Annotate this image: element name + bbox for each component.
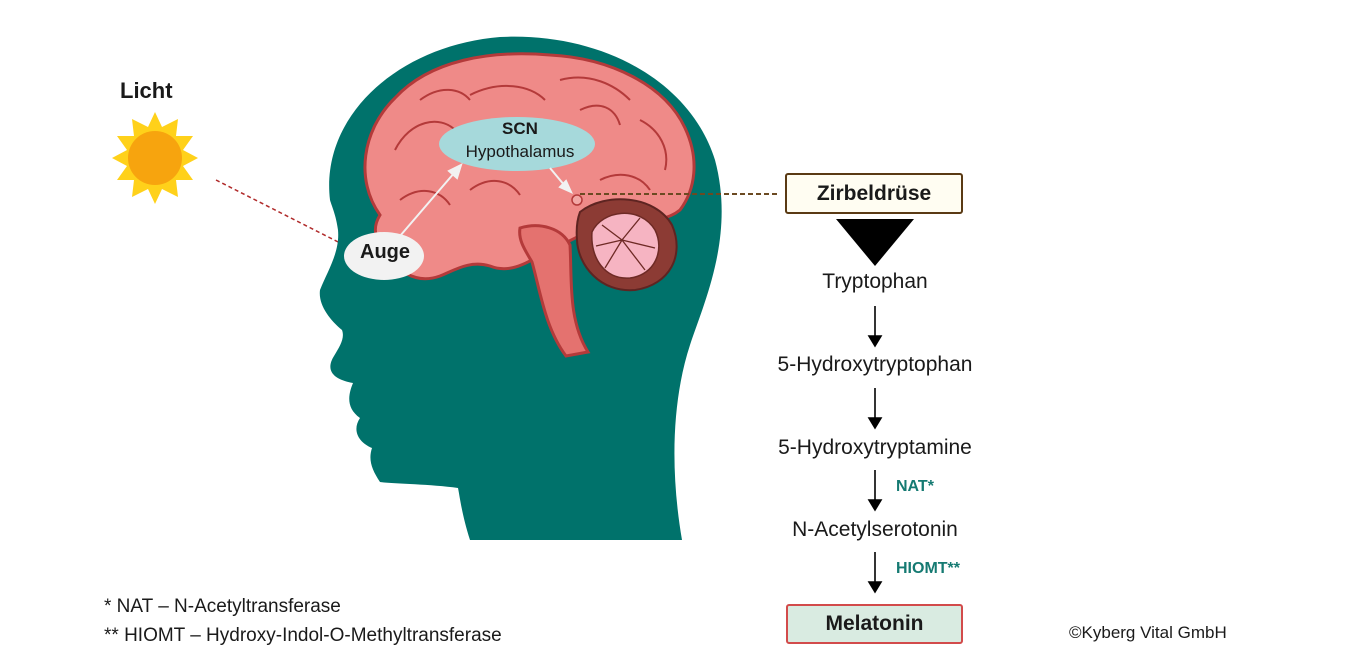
- pathway-step-5-hydroxytryptophan: 5-Hydroxytryptophan: [777, 353, 973, 376]
- pineal-gland-box: Zirbeldrüse: [785, 173, 963, 214]
- scn-label: SCN: [502, 119, 538, 138]
- enzyme-hiomt: HIOMT**: [896, 560, 960, 577]
- sun-icon: [112, 112, 198, 204]
- footnote-hiomt: ** HIOMT – Hydroxy-Indol-O-Methyltransfe…: [104, 625, 502, 646]
- gland-triangle-arrow: [836, 219, 914, 266]
- signal-arrows: [399, 163, 574, 237]
- copyright-text: ©Kyberg Vital GmbH: [1069, 623, 1227, 642]
- melatonin-box: Melatonin: [786, 604, 963, 644]
- pathway-arrows: [867, 306, 883, 594]
- hypothalamus-label: Hypothalamus: [465, 142, 575, 161]
- cerebellum: [575, 198, 678, 292]
- eye-label: Auge: [360, 241, 410, 263]
- enzyme-nat: NAT*: [896, 478, 934, 495]
- pathway-step-5-hydroxytryptamine: 5-Hydroxytryptamine: [778, 436, 972, 459]
- footnote-nat: * NAT – N-Acetyltransferase: [104, 596, 341, 617]
- scn-ellipse: [439, 117, 595, 171]
- light-label: Licht: [120, 78, 173, 103]
- pathway-step-n-acetylserotonin: N-Acetylserotonin: [792, 518, 958, 541]
- eye-ellipse: [344, 232, 424, 280]
- pineal-gland-marker: [571, 194, 583, 206]
- light-ray-line: [215, 179, 353, 250]
- pathway-step-tryptophan: Tryptophan: [822, 270, 928, 293]
